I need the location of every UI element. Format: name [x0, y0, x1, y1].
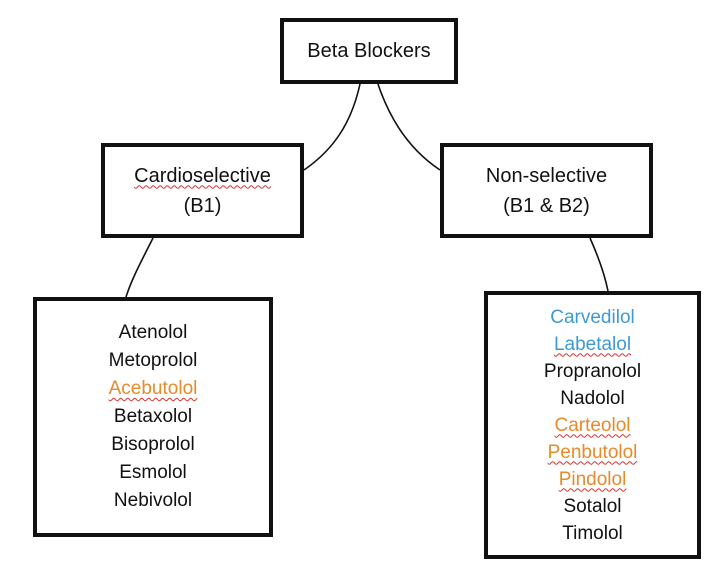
cardioselective-node-box: Cardioselective (B1) [101, 143, 304, 238]
nonselective-to-list-connector [589, 237, 609, 292]
drug-list-item: Acebutolol [108, 378, 198, 399]
drug-list-item: Carteolol [554, 414, 631, 436]
drug-list-item: Sotalol [563, 495, 622, 517]
drug-list-item: Atenolol [118, 322, 188, 343]
cardioselective-subtitle: (B1) [183, 194, 222, 217]
cardioselective-to-list-connector [125, 237, 154, 298]
drug-list-item: Esmolol [119, 462, 187, 483]
drug-list-item: Nadolol [560, 387, 625, 409]
drug-list-item: Pindolol [558, 468, 627, 490]
drug-list-item: Bisoprolol [111, 434, 195, 455]
root-node-box: Beta Blockers [280, 18, 458, 84]
drug-list-item: Metoprolol [108, 350, 198, 371]
nonselective-node-box: Non-selective (B1 & B2) [440, 143, 653, 238]
nonselective-title: Non-selective [485, 164, 608, 187]
root-node-label: Beta Blockers [307, 39, 431, 62]
drug-list-item: Betaxolol [113, 406, 193, 427]
drug-list-item: Penbutolol [547, 441, 638, 463]
drug-list-item: Propranolol [543, 360, 642, 382]
drug-list-item: Carvedilol [550, 306, 635, 328]
drug-list-item: Nebivolol [113, 490, 193, 511]
nonselective-subtitle: (B1 & B2) [503, 194, 590, 217]
drug-list-item: Timolol [562, 522, 623, 544]
cardioselective-title: Cardioselective [134, 164, 271, 187]
drug-list-item: Labetalol [553, 333, 632, 355]
root-to-nonselective-connector [377, 83, 441, 171]
root-to-cardioselective-connector [303, 83, 361, 171]
